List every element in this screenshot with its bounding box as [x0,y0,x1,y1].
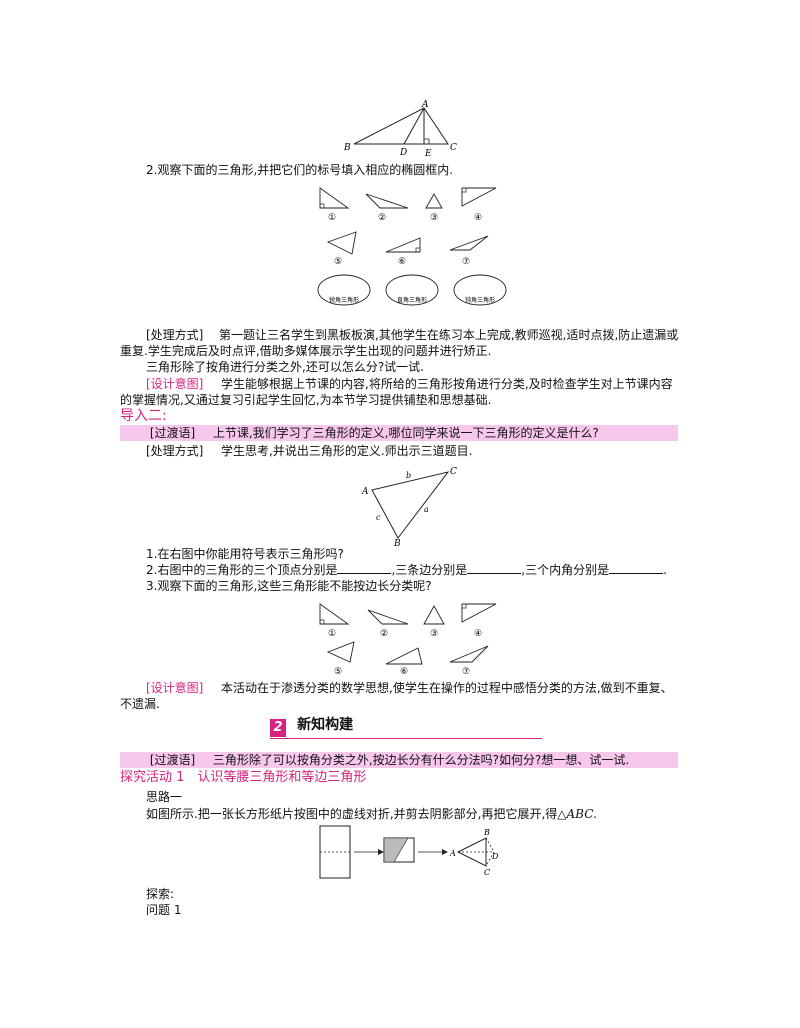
label-C: C [450,143,457,153]
transition-band-1: [过渡语] 上节课,我们学习了三角形的定义,哪位同学来说一下三角形的定义是什么? [120,425,678,441]
section-number-badge: 2 [270,719,286,737]
shape2-num-6: ⑥ [400,667,408,677]
fold-label-B: B [483,828,490,837]
figure-triangle-altitude: A B C D E [343,100,457,158]
fold-label-C: C [484,868,490,877]
activity-title: 探究活动 1 认识等腰三角形和等边三角形 [120,770,367,785]
design-intent-2: [设计意图] 本活动在于渗透分类的数学思想,使学生在操作的过程中感悟分类的方法,… [146,680,673,696]
handling-method-1: [处理方式] 第一题让三名学生到黑板板演,其他学生在练习本上完成,教师巡视,适时… [146,327,678,343]
question-observe-angles: 2.观察下面的三角形,并把它们的标号填入相应的椭圆框内. [146,163,454,177]
transition-band-2: [过渡语] 三角形除了可以按角分类之外,按边长分有什么分法吗?如何分?想一想、试… [120,752,678,768]
shape-num-7: ⑦ [462,257,470,267]
transition-text-2: 三角形除了可以按角分类之外,按边长分有什么分法吗?如何分?想一想、试一试. [212,753,630,767]
side-b: b [406,471,411,480]
handling-tag: [处理方式] [146,328,204,342]
side-a: a [424,505,429,514]
design-tag-2: [设计意图] [146,681,204,695]
figure-triangle-abc: A C B b c a [361,467,457,546]
shape2-num-1: ① [328,629,336,639]
design-line-2: 的掌握情况,又通过复习引起学生回忆,为本节学习提供铺垫和思想基础. [120,393,492,407]
idea-1: 思路一 [146,790,183,804]
transition-tag: [过渡语] [149,426,196,440]
transition-text: 上节课,我们学习了三角形的定义,哪位同学来说一下三角形的定义是什么? [212,426,599,440]
fold-abc: △ABC. [557,807,597,821]
figure-paper-folding: A B C D [319,825,499,879]
vertex-C: C [450,467,457,477]
classification-ellipses: 锐角三角形 直角三角形 钝角三角形 [317,274,507,306]
question-other-classification: 三角形除了按角进行分类之外,还可以怎么分?试一试. [146,360,425,374]
answer-blank-vertices[interactable] [337,562,392,574]
handling-tag-2: [处理方式] [146,444,204,458]
fold-text: 如图所示.把一张长方形纸片按图中的虚线对折,并剪去阴影部分,再把它展开,得 [146,807,558,821]
handling-line-1: 第一题让三名学生到黑板板演,其他学生在练习本上完成,教师巡视,适时点拨,防止遗漏… [219,328,679,342]
label-B: B [343,143,351,153]
vertex-A: A [361,487,369,497]
shape2-num-7: ⑦ [462,667,470,677]
question-3: 3.观察下面的三角形,这些三角形能不能按边长分类呢? [146,579,432,593]
triangle-shapes-set-2: ① ② ③ ④ ⑤ ⑥ ⑦ [319,603,497,677]
handling-text-2: 学生思考,并说出三角形的定义.师出示三道题目. [221,444,473,458]
q2-part-c: ,三个内角分别是 [521,563,610,577]
shape-num-5: ⑤ [334,257,342,267]
ellipse-label-right: 直角三角形 [397,296,427,304]
explore-label: 探索: [146,887,175,901]
vertex-B: B [393,539,401,546]
transition-tag-2: [过渡语] [149,753,196,767]
shape2-num-2: ② [380,629,388,639]
fold-label-A: A [449,849,456,858]
handling-method-2: [处理方式] 学生思考,并说出三角形的定义.师出示三道题目. [146,443,472,459]
shape2-num-4: ④ [474,629,482,639]
shape-num-3: ③ [430,213,438,223]
section-title: 新知构建 [297,717,354,733]
side-c: c [376,513,381,522]
label-E: E [424,149,432,158]
ellipse-label-obtuse: 钝角三角形 [465,296,495,304]
intro-2-title: 导入二: [120,408,167,424]
question-1: 1.在右图中你能用符号表示三角形吗? [146,547,344,561]
question-2: 2.右图中的三角形的三个顶点分别是 ,三条边分别是 ,三个内角分别是. [146,562,667,578]
shape-num-1: ① [328,213,336,223]
design-intent-1: [设计意图] 学生能够根据上节课的内容,将所给的三角形按角进行分类,及时检查学生… [146,376,673,392]
section-heading: 2 新知构建 [270,716,542,739]
shape-num-6: ⑥ [398,257,406,267]
design2-line-2: 不遗漏. [120,697,160,711]
handling-line-2: 重复.学生完成后及时点评,借助多媒体展示学生出现的问题并进行矫正. [120,344,492,358]
triangle-shapes-set-1: ① ② ③ ④ ⑤ ⑥ ⑦ [319,187,497,267]
fold-label-D: D [491,852,499,861]
shape-num-4: ④ [474,213,482,223]
shape-num-2: ② [378,213,386,223]
design2-line-1: 本活动在于渗透分类的数学思想,使学生在操作的过程中感悟分类的方法,做到不重复、 [221,681,673,695]
ellipse-label-acute: 锐角三角形 [329,296,359,304]
q2-end: . [663,563,667,577]
answer-blank-angles[interactable] [609,562,664,574]
q2-part-a: 2.右图中的三角形的三个顶点分别是 [146,563,338,577]
fold-instruction: 如图所示.把一张长方形纸片按图中的虚线对折,并剪去阴影部分,再把它展开,得△AB… [146,806,597,822]
shape2-num-5: ⑤ [334,667,342,677]
problem-1-label: 问题 1 [146,903,182,917]
shape2-num-3: ③ [430,629,438,639]
design-tag: [设计意图] [146,377,204,391]
answer-blank-sides[interactable] [467,562,522,574]
design-line-1: 学生能够根据上节课的内容,将所给的三角形按角进行分类,及时检查学生对上节课内容 [221,377,673,391]
label-A: A [421,100,429,110]
q2-part-b: ,三条边分别是 [391,563,468,577]
label-D: D [399,148,407,158]
